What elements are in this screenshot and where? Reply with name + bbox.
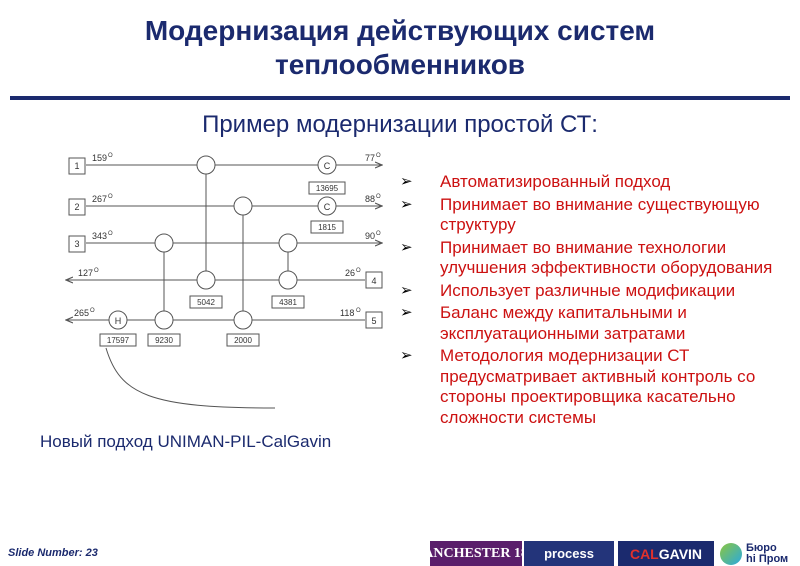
duty-ex-b: 4381 [279,298,297,307]
bullet-arrow-icon: ➢ [400,238,413,256]
duty-ex-d: 2000 [234,336,252,345]
cooler-2-label: C [324,202,331,212]
temp-out-5: 265 [74,308,89,318]
manchester-logo: MANCHESTER 1824 [430,541,522,566]
degree-out-3: O [376,231,381,237]
degree-in-1: O [108,153,113,159]
bullet-text: Принимает во внимание существующую струк… [440,194,760,235]
temp-out-1: 77 [365,153,375,163]
duty-ex-a: 5042 [197,298,215,307]
process-logo: process [524,541,614,566]
degree-in-4: O [356,268,361,274]
buro-mark-icon [720,542,742,565]
cooler-2 [317,196,337,216]
duty-box-ex-a [189,295,223,309]
temp-in-4: 26 [345,268,355,278]
stream-box-1 [68,157,86,175]
bullet-item: ➢ Баланс между капитальными и эксплуатаци… [400,303,800,344]
bullet-item: ➢ Принимает во внимание существующую стру… [400,195,800,236]
bullet-text: Принимает во внимание технологии улучшен… [440,237,773,278]
exchanger-b-top [278,233,298,253]
heater [108,310,128,330]
bullet-text: Автоматизированный подход [440,172,671,191]
temp-out-2: 88 [365,194,375,204]
buro-logo: Бюро hi Пром [720,541,798,566]
cooler-1 [317,155,337,175]
slide-subtitle: Пример модернизации простой СТ: [202,111,598,138]
slide-title: Модернизация действующих систем теплообм… [144,15,656,80]
calgavin-logo-gavin: GAVIN [658,545,703,562]
bullet-arrow-icon: ➢ [400,195,413,213]
temp-in-3: 343 [92,231,107,241]
bullet-item: ➢ Методология модернизации СТ предусматри… [400,346,800,428]
exchanger-c-top [154,233,174,253]
bullet-text: Баланс между капитальными и эксплуатацио… [440,303,687,343]
bullet-text: Методология модернизации СТ предусматрив… [440,346,756,427]
cooler-1-label: C [324,161,331,171]
bullet-list: ➢ Автоматизированный подход ➢ Принимает во… [400,172,800,430]
stream-box-4 [365,271,383,289]
stream-box-5 [365,311,383,329]
exchanger-c-bottom [154,310,174,330]
stream-id-2: 2 [74,202,79,212]
stream-id-1: 1 [74,161,79,171]
degree-in-2: O [108,194,113,200]
duty-box-cooler-1 [308,181,346,195]
duty-box-ex-d [226,333,260,347]
bullet-item: ➢ Использует различные модификации [400,281,800,302]
duty-box-ex-b [271,295,305,309]
stream-box-3 [68,235,86,253]
exchanger-d-top [233,196,253,216]
bullet-item: ➢ Принимает во внимание технологии улучше… [400,238,800,279]
stream-id-4: 4 [371,276,376,286]
bullet-arrow-icon: ➢ [400,281,413,299]
heater-label: H [115,316,122,326]
exchanger-d-bottom [233,310,253,330]
temp-in-5: 118 [340,308,354,318]
stream-box-2 [68,198,86,216]
duty-box-ex-c [147,333,181,347]
diagram-caption: Новый подход UNIMAN-PIL-CalGavin [40,432,332,451]
title-divider [10,96,790,100]
temp-in-1: 159 [92,153,107,163]
calgavin-logo-cal: CAL [629,545,659,562]
slide-number: Slide Number: 23 [8,547,98,559]
duty-box-heater [99,333,137,347]
duty-cooler-2: 1815 [318,223,336,232]
bullet-item: ➢ Автоматизированный подход [400,172,800,193]
bullet-arrow-icon: ➢ [400,173,413,190]
duty-heater: 17597 [107,336,130,345]
degree-in-5: O [356,308,361,314]
duty-box-cooler-2 [310,220,344,234]
degree-out-1: O [376,153,381,159]
degree-in-3: O [108,231,113,237]
exchanger-b-bottom [278,270,298,290]
degree-out-5: O [90,308,95,314]
duty-ex-c: 9230 [155,336,173,345]
temp-out-4: 127 [78,268,93,278]
bullet-arrow-icon: ➢ [400,304,413,321]
buro-logo-line2: hi Пром [746,552,789,565]
buro-logo-line1: Бюро [746,541,777,554]
bullet-text: Использует различные модификации [440,280,736,300]
temp-out-3: 90 [365,231,375,241]
stream-id-5: 5 [371,316,376,326]
stream-id-3: 3 [74,239,79,249]
exchanger-a-bottom [196,270,216,290]
bullet-arrow-icon: ➢ [400,347,413,364]
degree-out-2: O [376,194,381,200]
duty-cooler-1: 13695 [316,184,339,193]
temp-in-2: 267 [92,194,107,204]
degree-out-4: O [94,268,99,274]
connector-curve [105,347,276,409]
exchanger-a-top [196,155,216,175]
